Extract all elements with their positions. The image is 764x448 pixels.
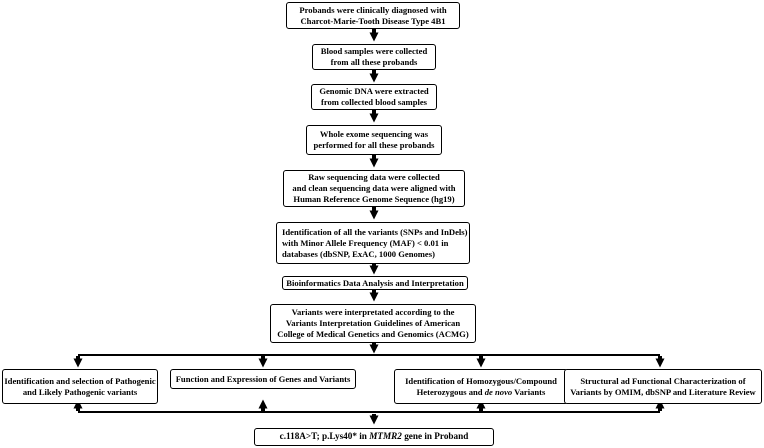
blood-samples-box: Blood samples were collected from all th…	[312, 44, 436, 70]
de-novo-italic: de novo	[484, 386, 513, 397]
result-part-3: gene in Proband	[401, 431, 469, 442]
homozygous-line-2: Heterozygous and de novo Variants	[405, 387, 557, 398]
probands-line-2: Charcot-Marie-Tooth Disease Type 4B1	[300, 15, 446, 26]
acmg-interpretation-box: Variants were interpretated according to…	[270, 304, 476, 343]
function-expression-box: Function and Expression of Genes and Var…	[170, 369, 356, 389]
variants-line-1: Identification of all the variants (SNPs…	[282, 226, 468, 237]
function-line-1: Function and Expression of Genes and Var…	[175, 373, 351, 384]
structural-line-1: Structural ad Functional Characterizatio…	[580, 375, 746, 386]
raw-sequencing-box: Raw sequencing data were collected and c…	[283, 170, 465, 207]
structural-characterization-box: Structural ad Functional Characterizatio…	[564, 369, 762, 404]
bioinfo-line-1: Bioinformatics Data Analysis and Interpr…	[286, 277, 464, 288]
homozygous-line-1: Identification of Homozygous/Compound	[405, 375, 557, 386]
pathogenic-variants-box: Identification and selection of Pathogen…	[2, 369, 158, 404]
acmg-line-3: College of Medical Genetics and Genomics…	[277, 329, 469, 339]
result-line: c.118A>T; p.Lys40* in MTMR2 gene in Prob…	[280, 431, 469, 443]
probands-line-1: Probands were clinically diagnosed with	[299, 4, 447, 15]
wes-line-2: performed for all these probands	[313, 140, 435, 150]
pathogenic-line-1: Identification and selection of Pathogen…	[4, 375, 156, 386]
acmg-line-2: Variants Interpretation Guidelines of Am…	[285, 318, 461, 328]
blood-line-1: Blood samples were collected	[320, 46, 428, 56]
result-box: c.118A>T; p.Lys40* in MTMR2 gene in Prob…	[254, 428, 494, 446]
structural-line-2: Variants by OMIM, dbSNP and Literature R…	[570, 386, 756, 397]
homozygous-box: Identification of Homozygous/Compound He…	[394, 369, 568, 404]
variants-line-3: databases (dbSNP, ExAC, 1000 Genomes)	[282, 248, 435, 259]
result-gene-italic: MTMR2	[369, 431, 402, 442]
raw-line-1: Raw sequencing data were collected	[308, 172, 440, 182]
wes-line-1: Whole exome sequencing was	[319, 129, 429, 139]
raw-line-3: Human Reference Genome Sequence (hg19)	[293, 194, 455, 204]
homozygous-line-2c: Variants	[512, 386, 546, 397]
bioinformatics-box: Bioinformatics Data Analysis and Interpr…	[282, 276, 468, 290]
homozygous-line-2a: Heterozygous and	[416, 386, 485, 397]
pathogenic-line-2: and Likely Pathogenic variants	[22, 386, 138, 397]
variant-identification-box: Identification of all the variants (SNPs…	[276, 222, 470, 264]
dna-line-1: Genomic DNA were extracted	[319, 86, 429, 96]
variants-line-2: with Minor Allele Frequency (MAF) < 0.01…	[282, 237, 449, 248]
result-part-1: c.118A>T; p.Lys40* in	[279, 431, 370, 442]
probands-box: Probands were clinically diagnosed with …	[286, 2, 460, 29]
acmg-line-1: Variants were interpretated according to…	[291, 307, 455, 317]
blood-line-2: from all these probands	[330, 57, 418, 67]
raw-line-2: and clean sequencing data were aligned w…	[292, 183, 456, 193]
genomic-dna-box: Genomic DNA were extracted from collecte…	[311, 84, 437, 110]
dna-line-2: from collected blood samples	[320, 97, 428, 107]
exome-sequencing-box: Whole exome sequencing was performed for…	[306, 125, 442, 155]
